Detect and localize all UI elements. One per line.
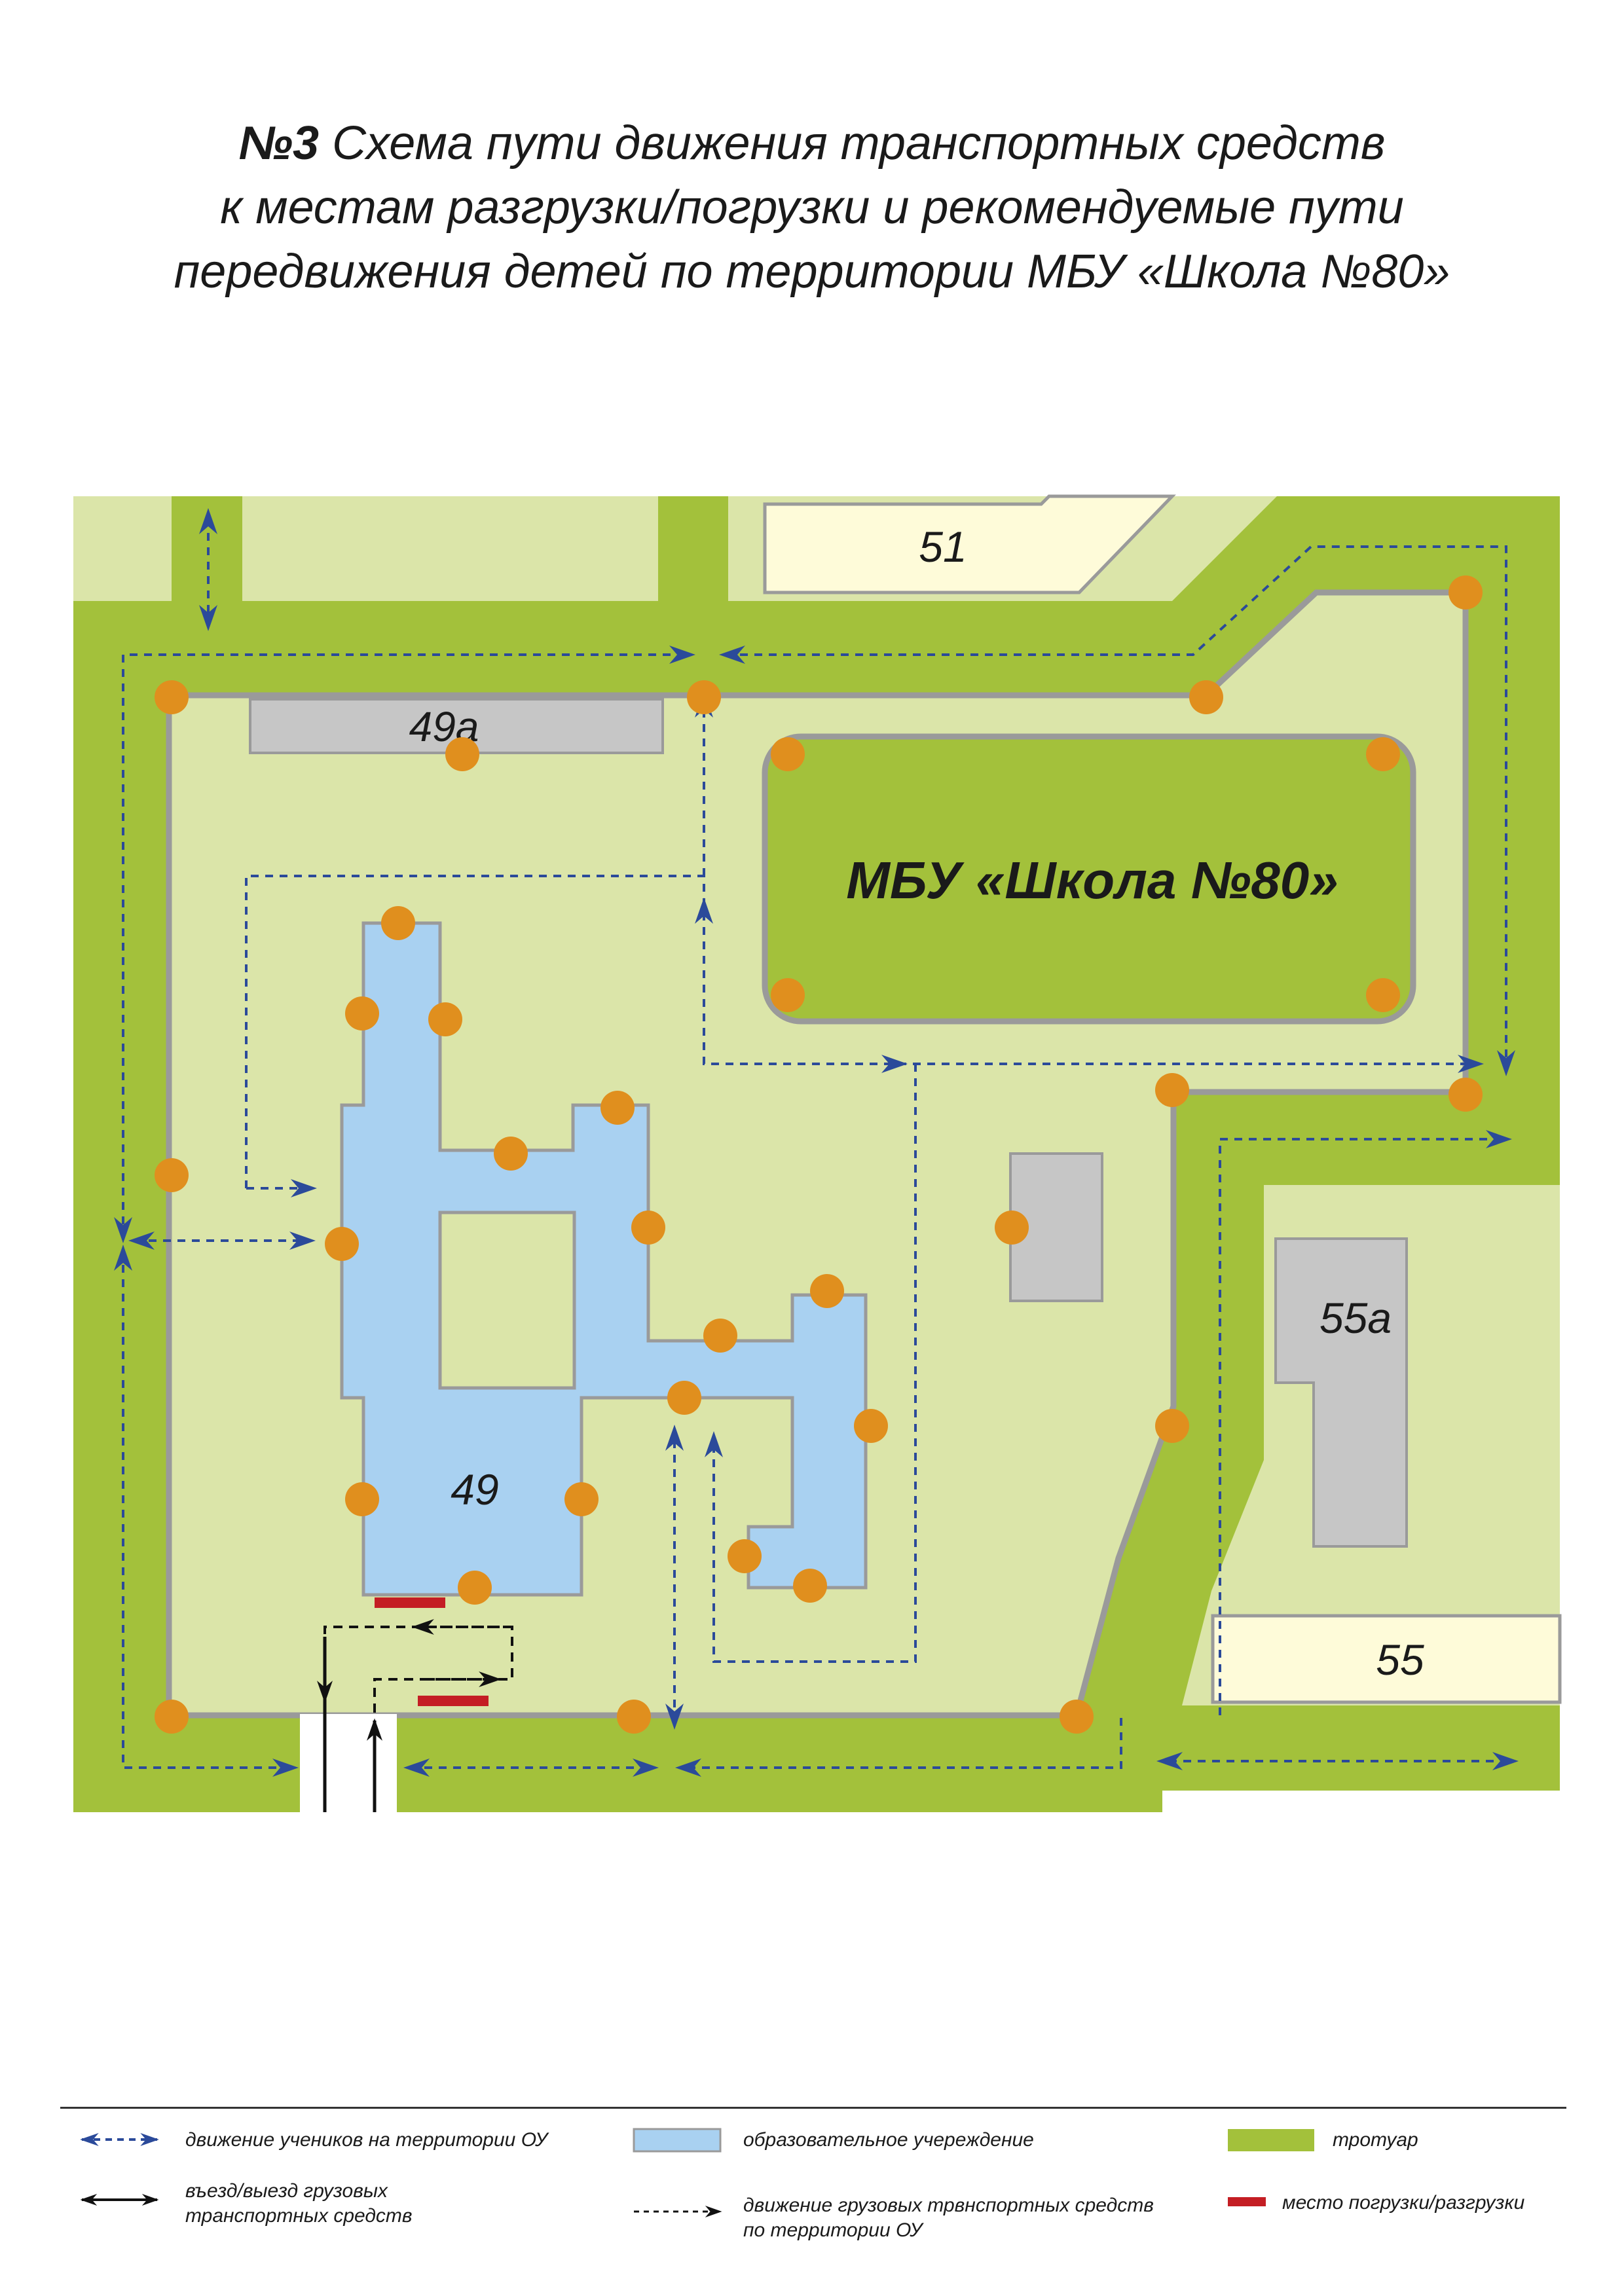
legend-truck-entry-line-1: въезд/выезд грузовых bbox=[185, 2180, 388, 2202]
label-55: 55 bbox=[1376, 1635, 1424, 1684]
orange-dot-icon bbox=[793, 1569, 827, 1603]
orange-dot-icon bbox=[1366, 737, 1400, 771]
legend-students-label: движение учеников на территории ОУ bbox=[185, 2129, 548, 2151]
orange-dot-icon bbox=[703, 1319, 737, 1353]
label-51: 51 bbox=[919, 522, 967, 571]
orange-dot-icon bbox=[564, 1482, 599, 1516]
legend-truck-entry-label: въезд/выезд грузовых транспортных средст… bbox=[185, 2179, 413, 2229]
legend-institution-swatch bbox=[633, 2128, 722, 2153]
orange-dot-icon bbox=[345, 996, 379, 1030]
building-49-courtyard bbox=[438, 1211, 576, 1390]
orange-dot-icon bbox=[155, 680, 189, 714]
orange-dot-icon bbox=[854, 1409, 888, 1443]
orange-dot-icon bbox=[155, 1158, 189, 1192]
legend-divider bbox=[60, 2107, 1566, 2109]
school-building bbox=[762, 733, 1416, 1025]
orange-dot-icon bbox=[728, 1539, 762, 1573]
house-51 bbox=[763, 494, 1176, 594]
student-routes bbox=[122, 519, 1509, 1769]
orange-dot-icon bbox=[771, 737, 805, 771]
legend-sidewalk-swatch bbox=[1228, 2129, 1314, 2151]
orange-dot-icon bbox=[1155, 1409, 1189, 1443]
orange-dot-icon bbox=[345, 1482, 379, 1516]
orange-dot-icon bbox=[494, 1137, 528, 1171]
orange-dot-icon bbox=[810, 1274, 844, 1308]
orange-dot-icon bbox=[381, 906, 415, 940]
map-title: №3 Схема пути движения транспортных сред… bbox=[0, 111, 1624, 304]
orange-dot-icon bbox=[1155, 1073, 1189, 1107]
orange-dot-icon bbox=[667, 1381, 701, 1415]
legend-truck-route-line-2: по территории ОУ bbox=[743, 2219, 923, 2241]
legend-truck-entry-line-2: транспортных средств bbox=[185, 2205, 413, 2227]
legend-institution-label: образовательное учереждение bbox=[743, 2129, 1034, 2151]
white-gap bbox=[1162, 1791, 1560, 1812]
truck-route bbox=[323, 1619, 513, 1715]
orange-dot-icon bbox=[1189, 680, 1223, 714]
garage-55a bbox=[1274, 1237, 1408, 1548]
orange-dot-icon bbox=[1449, 1078, 1483, 1112]
building-49 bbox=[340, 921, 868, 1597]
orange-dot-icon bbox=[631, 1211, 665, 1245]
orange-dot-icon bbox=[600, 1091, 635, 1125]
title-line-2: к местам разгрузки/погрузки и рекомендуе… bbox=[220, 181, 1404, 234]
title-line-1: Схема пути движения транспортных средств bbox=[332, 117, 1386, 170]
title-number: №3 bbox=[238, 117, 320, 170]
orange-dot-icon bbox=[1366, 978, 1400, 1012]
orange-dot-icon bbox=[155, 1700, 189, 1734]
truck-entry-exit bbox=[317, 1637, 382, 1812]
outer-block-nw-2 bbox=[242, 496, 658, 601]
label-55a: 55а bbox=[1320, 1294, 1392, 1342]
label-49: 49 bbox=[451, 1465, 498, 1514]
orange-dot-icon bbox=[325, 1227, 359, 1261]
legend-loading-swatch bbox=[1228, 2197, 1266, 2206]
loading-spot-2 bbox=[418, 1696, 489, 1706]
legend-sidewalk-label: тротуар bbox=[1333, 2129, 1418, 2151]
orange-dot-icon bbox=[687, 680, 721, 714]
legend-truck-route-label: движение грузовых трвнспортных средств п… bbox=[743, 2193, 1154, 2243]
orange-dot-icon bbox=[1060, 1700, 1094, 1734]
orange-dot-icon bbox=[428, 1002, 462, 1036]
outer-block-nw-1 bbox=[73, 496, 172, 601]
markers bbox=[155, 575, 1483, 1734]
orange-dot-icon bbox=[995, 1211, 1029, 1245]
orange-dot-icon bbox=[1449, 575, 1483, 610]
orange-dot-icon bbox=[458, 1571, 492, 1605]
legend-loading-label: место погрузки/разгрузки bbox=[1282, 2192, 1525, 2214]
orange-dot-icon bbox=[771, 978, 805, 1012]
house-55 bbox=[1211, 1614, 1562, 1704]
title-line-3: передвижения детей по территории МБУ «Шк… bbox=[174, 246, 1450, 298]
orange-dot-icon bbox=[617, 1700, 651, 1734]
orange-dot-icon bbox=[445, 737, 479, 771]
loading-spot-1 bbox=[375, 1597, 445, 1608]
label-school: МБУ «Школа №80» bbox=[846, 851, 1338, 909]
legend-truck-route-line-1: движение грузовых трвнспортных средств bbox=[743, 2195, 1154, 2216]
